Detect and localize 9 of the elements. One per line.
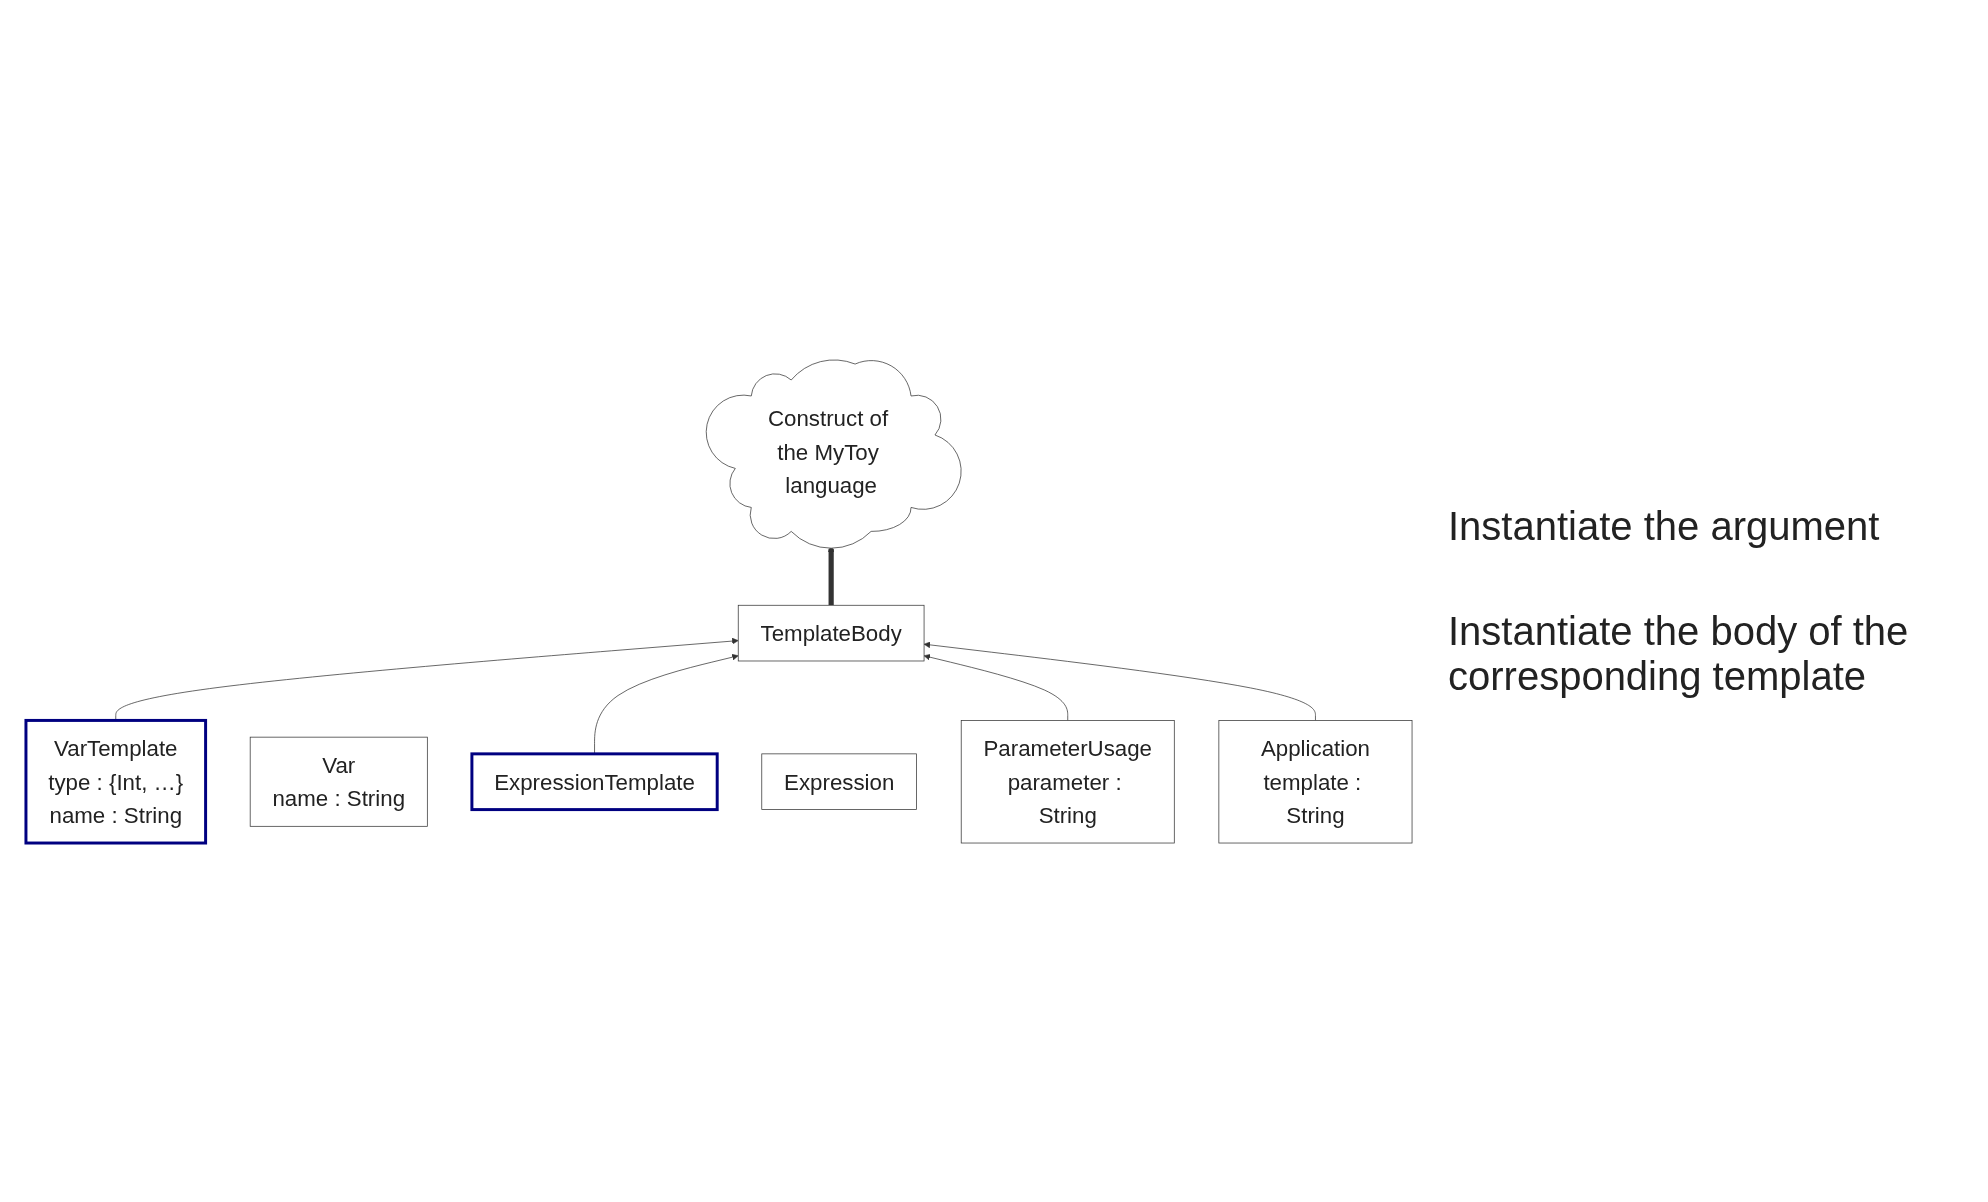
node-box: Expression	[761, 753, 917, 810]
note-text: Instantiate the argument	[1448, 503, 1881, 549]
node-box: TemplateBody	[737, 604, 925, 661]
note-text: Instantiate the body of the corresponding template	[1448, 608, 1910, 699]
node-box: Application template : String	[1218, 719, 1413, 843]
node-box: Var name : String	[249, 736, 428, 827]
node-box: ExpressionTemplate	[470, 751, 719, 811]
node-box: ParameterUsage parameter : String	[960, 719, 1175, 843]
node-box: VarTemplate type : {Int, …} name : String	[24, 718, 208, 845]
